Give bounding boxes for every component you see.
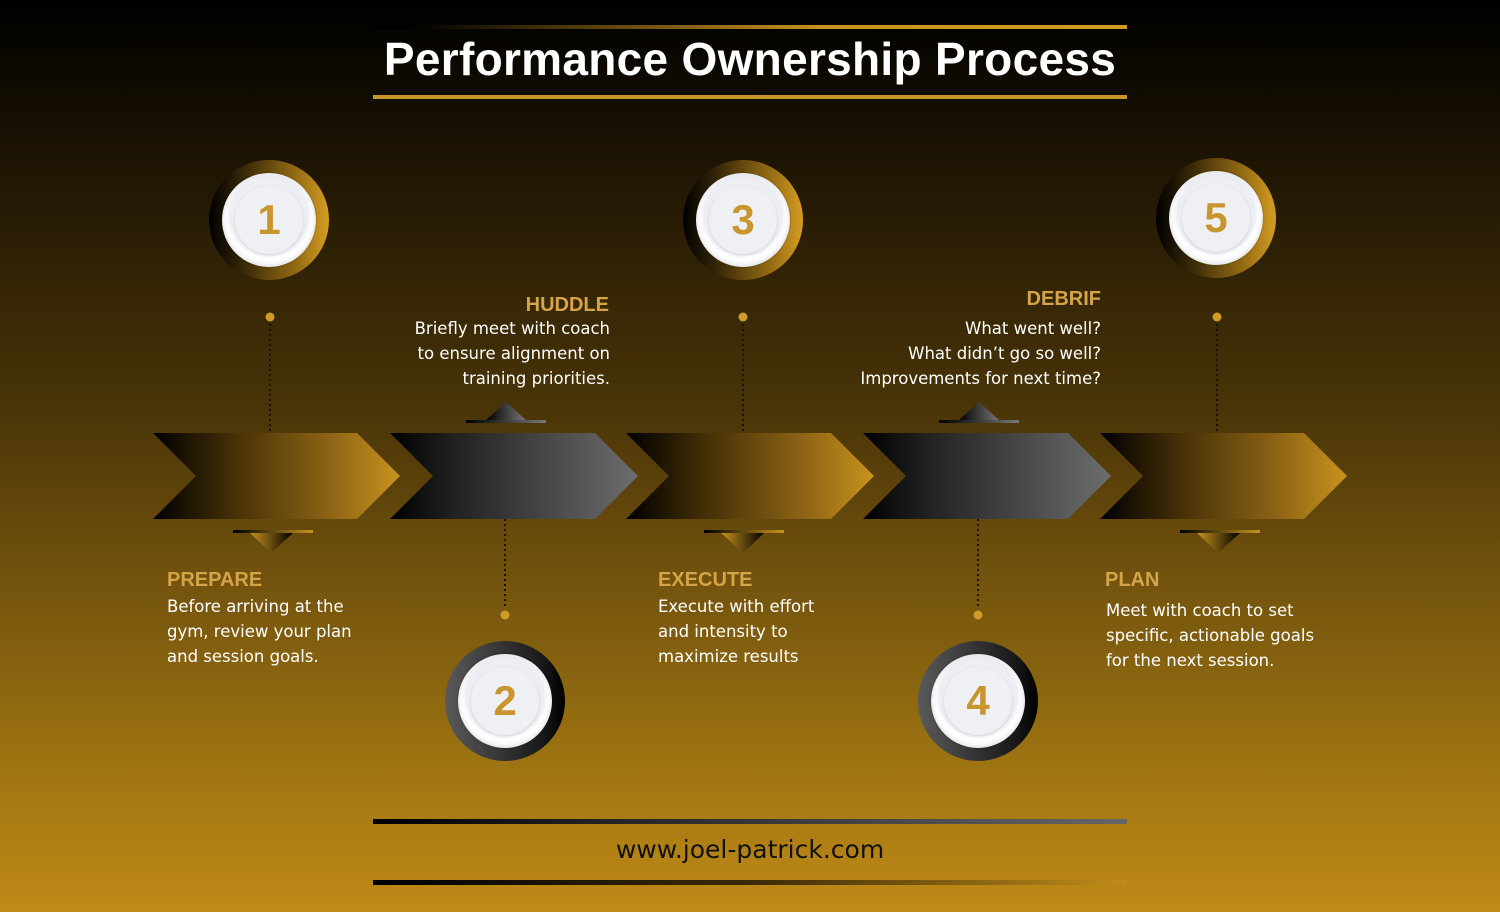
website-url: www.joel-patrick.com — [615, 835, 885, 864]
pointer-down-1 — [233, 530, 313, 553]
connector-2 — [500, 519, 510, 620]
step-description-debrif: What went well? What didn’t go so well? … — [860, 319, 1101, 388]
step-number: 3 — [709, 186, 777, 254]
step-description-execute: Execute with effort and intensity to max… — [658, 597, 815, 666]
pointer-down-3 — [704, 530, 784, 553]
step-badge-4: 4 — [918, 641, 1038, 761]
step-title-debrif: DEBRIF — [1026, 288, 1101, 310]
step-badge-1: 1 — [209, 160, 329, 280]
step-description-prepare: Before arriving at the gym, review your … — [167, 597, 352, 666]
step-description-plan: Meet with coach to set specific, actiona… — [1106, 601, 1315, 670]
pointer-up-2 — [466, 402, 546, 423]
chevron-step-2 — [390, 433, 638, 519]
footer-divider-bottom — [373, 880, 1127, 885]
step-title-execute: EXECUTE — [658, 569, 753, 591]
connector-5 — [1212, 312, 1222, 433]
step-badge-3: 3 — [683, 160, 803, 280]
pointer-up-4 — [939, 402, 1019, 423]
chevron-step-5 — [1100, 433, 1347, 519]
footer-divider-top — [373, 819, 1127, 824]
step-title-plan: PLAN — [1105, 569, 1160, 591]
step-number: 1 — [235, 186, 303, 254]
title-divider-top — [373, 25, 1127, 29]
step-description-huddle: Briefly meet with coach to ensure alignm… — [414, 319, 610, 388]
chevron-step-4 — [863, 433, 1111, 519]
connector-4 — [973, 519, 983, 620]
pointer-down-5 — [1180, 530, 1260, 553]
step-badge-5: 5 — [1156, 158, 1276, 278]
step-number: 2 — [471, 667, 539, 735]
page-title: Performance Ownership Process — [383, 33, 1117, 85]
step-badge-2: 2 — [445, 641, 565, 761]
chevron-step-3 — [626, 433, 874, 519]
step-title-huddle: HUDDLE — [525, 294, 609, 316]
connector-1 — [265, 312, 275, 433]
step-title-prepare: PREPARE — [167, 569, 263, 591]
step-number: 5 — [1182, 184, 1250, 252]
step-number: 4 — [944, 667, 1012, 735]
connector-3 — [738, 312, 748, 433]
title-divider-bottom — [373, 95, 1127, 99]
chevron-step-1 — [153, 433, 400, 519]
